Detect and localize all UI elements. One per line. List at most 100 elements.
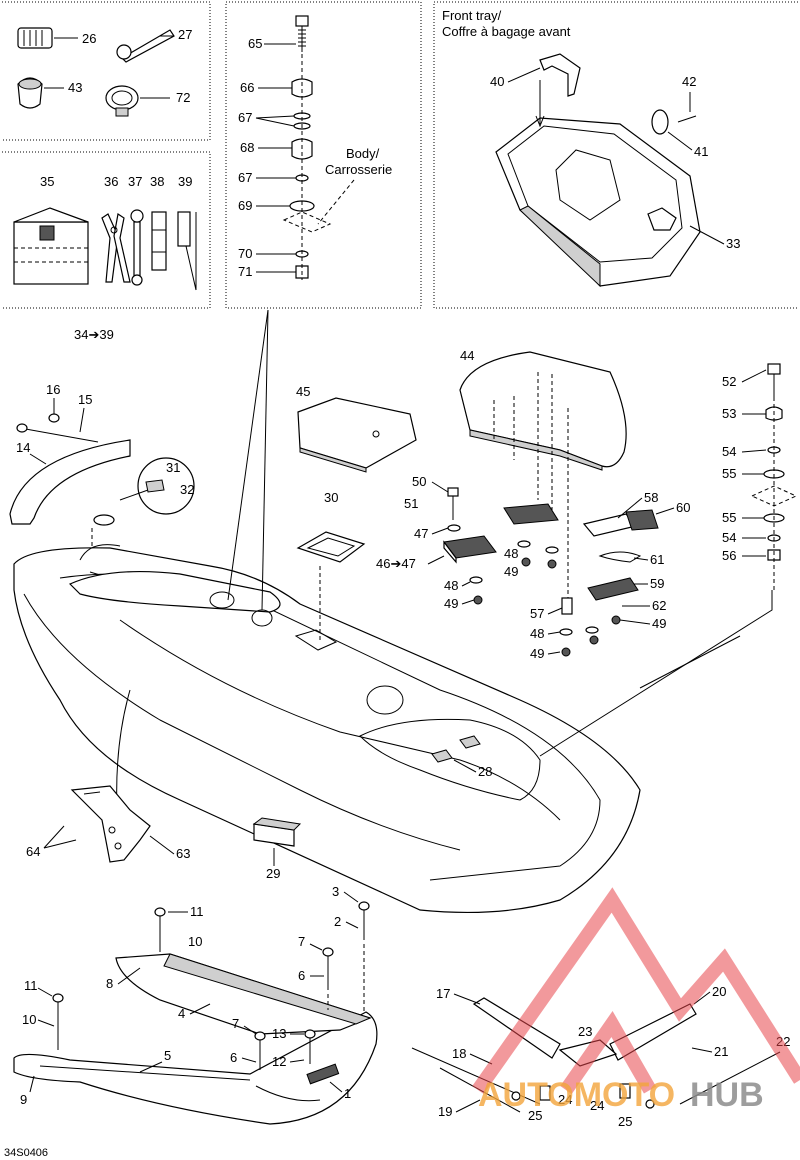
callout-59: 59 <box>650 576 664 591</box>
plug-part <box>17 77 64 109</box>
callout-69: 69 <box>238 198 252 213</box>
callout-45: 45 <box>296 384 310 399</box>
spark-plug-socket-part <box>151 211 167 271</box>
callout-54b: 54 <box>722 530 736 545</box>
panel-tool-kit <box>2 151 211 309</box>
front-tray-title-fr: Coffre à bagage avant <box>442 24 571 39</box>
front-tray-title-en: Front tray/ <box>442 8 502 23</box>
callout-67a: 67 <box>238 110 252 125</box>
callout-5: 5 <box>164 1048 171 1063</box>
callout-28: 28 <box>478 764 492 779</box>
callout-42: 42 <box>682 74 696 89</box>
callout-72: 72 <box>176 90 190 105</box>
callout-55b: 55 <box>722 510 736 525</box>
callout-11b: 11 <box>24 978 38 993</box>
callout-39: 39 <box>178 174 192 189</box>
front-tray-part <box>495 117 701 288</box>
callout-10b: 10 <box>22 1012 36 1027</box>
latch-assembly-part <box>559 509 659 657</box>
callout-64: 64 <box>26 844 40 859</box>
callout-1: 1 <box>344 1086 351 1101</box>
tool-bag-part <box>13 207 89 285</box>
callout-66: 66 <box>240 80 254 95</box>
connector-part <box>17 27 78 49</box>
callout-47: 47 <box>414 526 428 541</box>
seat-fasteners <box>52 901 370 1070</box>
callout-4: 4 <box>178 1006 185 1021</box>
callout-48c: 48 <box>530 626 544 641</box>
watermark-text-right: HUB <box>690 1076 764 1114</box>
callout-33: 33 <box>726 236 740 251</box>
callout-70: 70 <box>238 246 252 261</box>
callout-6b: 6 <box>230 1050 237 1065</box>
detail-circle <box>119 457 195 515</box>
callout-68: 68 <box>240 140 254 155</box>
watermark-logo: AUTOMOTO HUB <box>472 887 800 1114</box>
callout-65: 65 <box>248 36 262 51</box>
callout-13: 13 <box>272 1026 286 1041</box>
callout-25a: 25 <box>528 1108 542 1123</box>
right-fastener-stack <box>750 363 798 590</box>
callout-48b: 48 <box>504 546 518 561</box>
callout-16: 16 <box>46 382 60 397</box>
screwdriver-part <box>177 211 197 291</box>
callout-58: 58 <box>644 490 658 505</box>
callout-52: 52 <box>722 374 736 389</box>
callout-55a: 55 <box>722 466 736 481</box>
callout-41: 41 <box>694 144 708 159</box>
callout-30: 30 <box>324 490 338 505</box>
callout-49b: 49 <box>504 564 518 579</box>
callout-21: 21 <box>714 1044 728 1059</box>
callout-29: 29 <box>266 866 280 881</box>
callout-71: 71 <box>238 264 252 279</box>
body-label-fr: Carrosserie <box>325 162 392 177</box>
callout-32: 32 <box>180 482 194 497</box>
callout-36: 36 <box>104 174 118 189</box>
clamp-part <box>105 85 170 117</box>
rear-cover-part <box>459 351 627 471</box>
callout-27: 27 <box>178 27 192 42</box>
callout-49c: 49 <box>530 646 544 661</box>
reference-code: 34S0406 <box>4 1147 48 1159</box>
body-fastener-stack <box>282 15 332 280</box>
callout-15: 15 <box>78 392 92 407</box>
bracket-part <box>70 785 151 863</box>
callout-51: 51 <box>404 496 418 511</box>
callout-3: 3 <box>332 884 339 899</box>
watermark-text-left: AUTOMOTO <box>478 1076 675 1114</box>
kit-label: 34➔39 <box>74 327 114 342</box>
hinge-left-part <box>443 535 497 564</box>
callout-62: 62 <box>652 598 666 613</box>
callout-61: 61 <box>650 552 664 567</box>
pliers-part <box>101 212 131 283</box>
bumper-block-part <box>252 817 302 847</box>
callout-7b: 7 <box>232 1016 239 1031</box>
hinge-washers <box>469 540 559 605</box>
callout-40: 40 <box>490 74 504 89</box>
callout-53: 53 <box>722 406 736 421</box>
cable-tie-part <box>116 29 175 63</box>
callout-18: 18 <box>452 1046 466 1061</box>
callout-8: 8 <box>106 976 113 991</box>
hull-body-part <box>13 544 641 914</box>
callout-67b: 67 <box>238 170 252 185</box>
callout-50: 50 <box>412 474 426 489</box>
callout-38: 38 <box>150 174 164 189</box>
seat-part <box>13 953 378 1125</box>
callout-17: 17 <box>436 986 450 1001</box>
body-label-en: Body/ <box>346 146 380 161</box>
callout-6a: 6 <box>298 968 305 983</box>
callout-10a: 10 <box>188 934 202 949</box>
callout-24b: 24 <box>590 1098 604 1113</box>
callout-35: 35 <box>40 174 54 189</box>
callout-49a: 49 <box>444 596 458 611</box>
callout-63: 63 <box>176 846 190 861</box>
latch-part <box>651 109 697 135</box>
callout-57: 57 <box>530 606 544 621</box>
panel-small-parts <box>2 1 211 141</box>
callout-9: 9 <box>20 1092 27 1107</box>
callout-31: 31 <box>166 460 180 475</box>
callout-56: 56 <box>722 548 736 563</box>
panel-body-fasteners <box>225 1 422 309</box>
